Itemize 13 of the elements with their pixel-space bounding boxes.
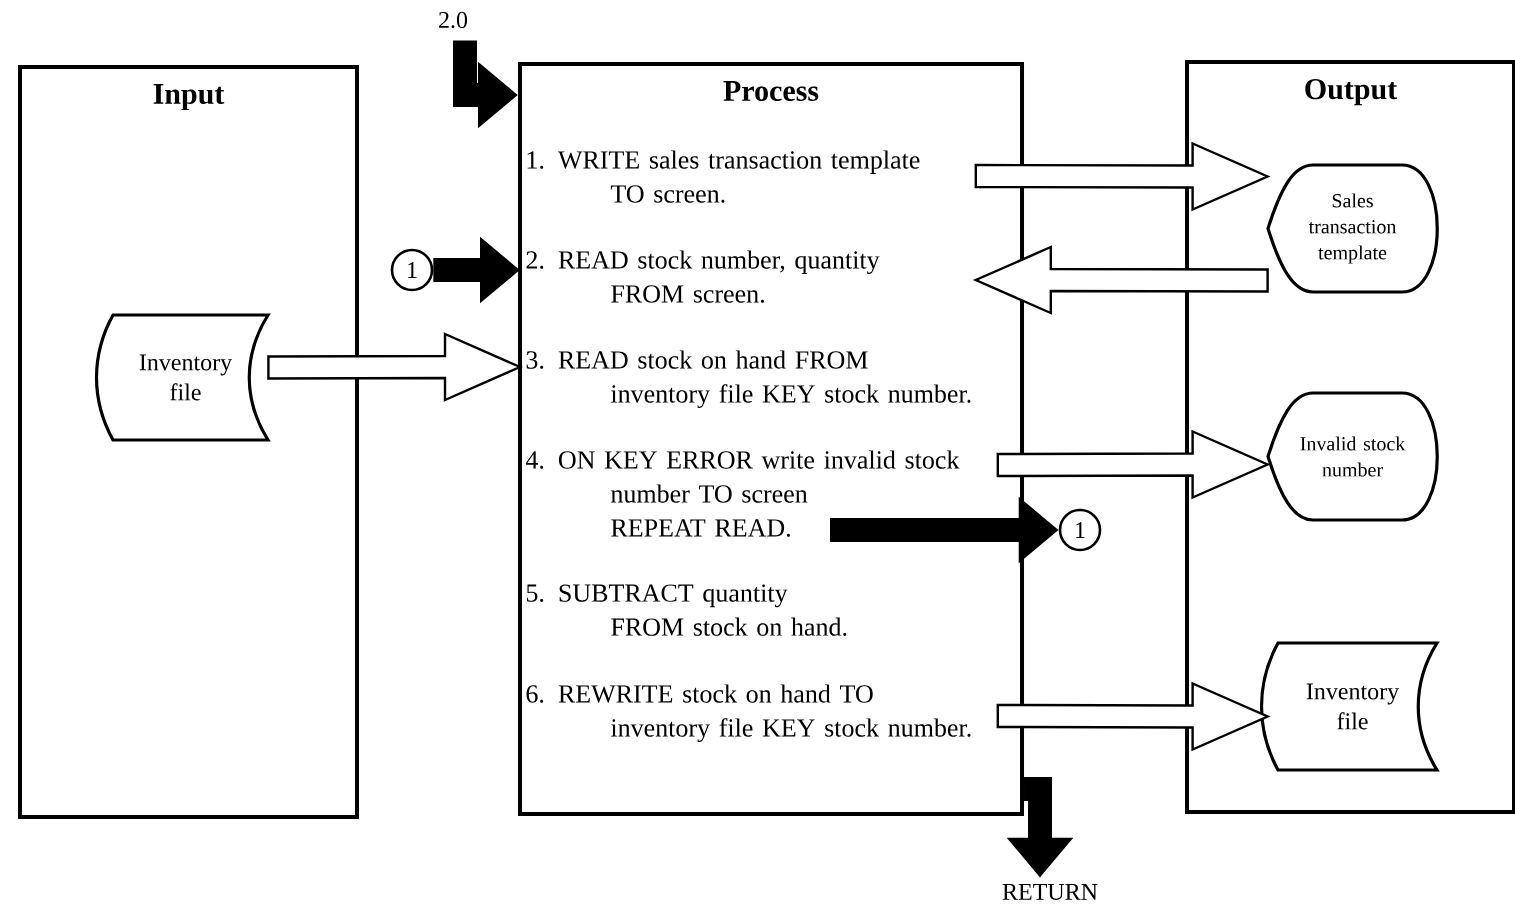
step-text: 2. READ stock number, quantity FROM screen. <box>526 250 880 303</box>
hollow-arrow <box>974 141 1271 212</box>
step-text: 4. ON KEY ERROR write invalid stock number TO screen REPEAT READ. <box>525 450 960 537</box>
return-label: RETURN <box>1002 884 1098 900</box>
hollow-arrow <box>996 681 1271 752</box>
step-text: 3. READ stock on hand FROM inventory file KEY stock number. <box>526 350 971 409</box>
step-text: 1. WRITE sales transaction template TO screen. <box>527 150 920 203</box>
hollow-arrow <box>267 332 523 402</box>
hollow-arrow <box>972 245 1269 315</box>
hollow-arrow <box>996 429 1271 500</box>
step-text: 5. SUBTRACT quantity FROM stock on hand. <box>526 584 847 636</box>
step-text: 6. REWRITE stock on hand TO inventory file KEY stock number. <box>526 684 971 743</box>
version-label: 2.0 <box>439 11 468 29</box>
